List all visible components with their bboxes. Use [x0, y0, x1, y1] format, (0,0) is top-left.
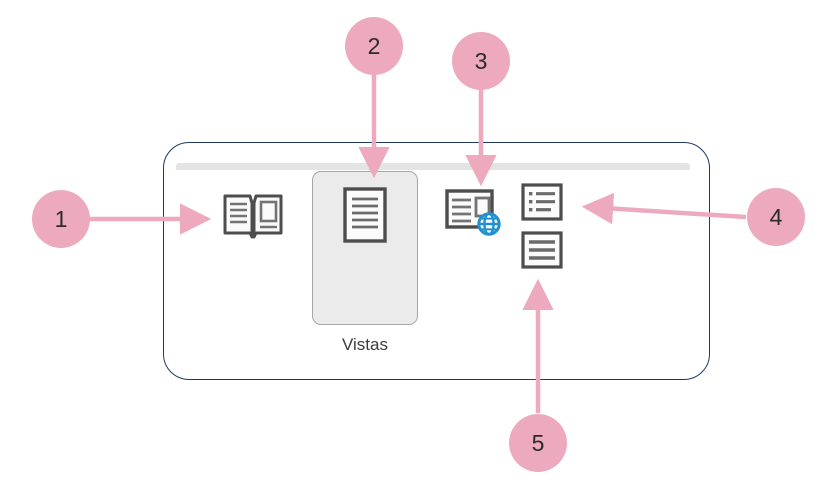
draft-lines-icon — [521, 231, 563, 269]
draft-view-button[interactable] — [521, 231, 563, 269]
callout-badge-3: 3 — [452, 32, 510, 90]
open-book-icon — [223, 194, 283, 239]
web-layout-globe-icon — [445, 189, 501, 236]
views-ribbon-group — [163, 142, 710, 380]
read-mode-button[interactable] — [222, 190, 284, 244]
callout-badge-2: 2 — [345, 17, 403, 75]
document-page-icon — [343, 187, 387, 243]
callout-badge-1: 1 — [32, 190, 90, 248]
ribbon-top-separator-bar — [176, 163, 690, 170]
views-group-label: Vistas — [342, 335, 388, 354]
outline-view-button[interactable] — [521, 183, 563, 221]
callout-badge-4: 4 — [747, 188, 805, 246]
outline-list-icon — [521, 183, 563, 221]
print-layout-button[interactable] — [312, 171, 418, 325]
callout-badge-5: 5 — [509, 414, 567, 472]
web-layout-button[interactable] — [445, 185, 503, 243]
